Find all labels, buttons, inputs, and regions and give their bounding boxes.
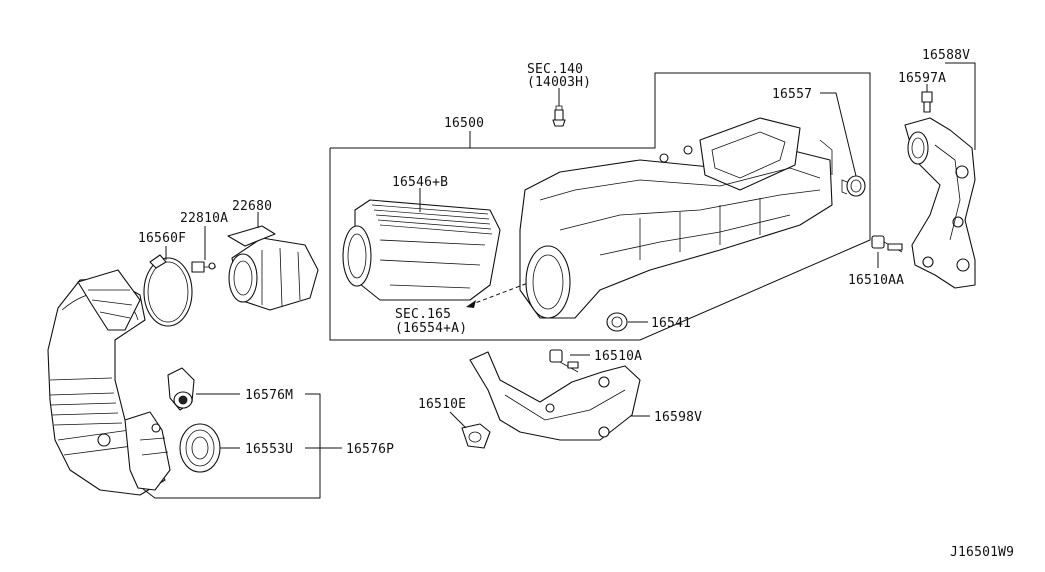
label-sec140-ref: (14003H) [527,75,591,90]
label-16576p: 16576P [346,442,394,457]
sec165-arrow [469,282,529,306]
screw-22810a [191,261,216,273]
label-sec165: SEC.165 [395,307,451,322]
label-16546b: 16546+B [392,175,448,190]
bracket-16598v [469,351,641,441]
bolt-16510aa [871,235,903,253]
bolt-16510a [549,349,579,373]
label-16560f: 16560F [138,231,186,246]
hose-16553u [179,423,221,473]
grommet-16541 [606,312,628,332]
label-16510a: 16510A [594,349,642,364]
bolt-16597a [921,91,933,113]
label-16510e: 16510E [418,397,466,412]
label-sec140: SEC.140 [527,62,583,77]
label-16588v: 16588V [922,48,970,63]
label-16597a: 16597A [898,71,946,86]
airflow-meter-22680 [227,225,319,311]
label-16510aa: 16510AA [848,273,904,288]
clamp-16560f [143,254,193,327]
clip-16510e [461,423,491,449]
label-16557: 16557 [772,87,812,102]
label-16553u: 16553U [245,442,293,457]
label-22680: 22680 [232,199,272,214]
leader-16588v [945,62,976,150]
leader-16557 [820,92,857,177]
bracket-16588v [904,117,976,289]
leader-16510e [449,411,467,429]
filter-element [342,199,501,301]
sensor-16576m [167,367,195,411]
bolt-sec140 [552,105,566,127]
grommet-16557 [841,175,866,197]
label-sec165-ref: (16554+A) [395,321,467,336]
label-22810a: 22810A [180,211,228,226]
label-16598v: 16598V [654,410,702,425]
duct-16576p [124,411,171,491]
sec165-arrowhead [466,300,476,308]
diagram-id: J16501W9 [950,545,1014,560]
air-cleaner-housing [519,117,833,319]
assembly-box-16500 [329,72,871,341]
label-16576m: 16576M [245,388,293,403]
label-16541: 16541 [651,316,691,331]
leader-group-16576 [142,393,321,499]
label-16500: 16500 [444,116,484,131]
